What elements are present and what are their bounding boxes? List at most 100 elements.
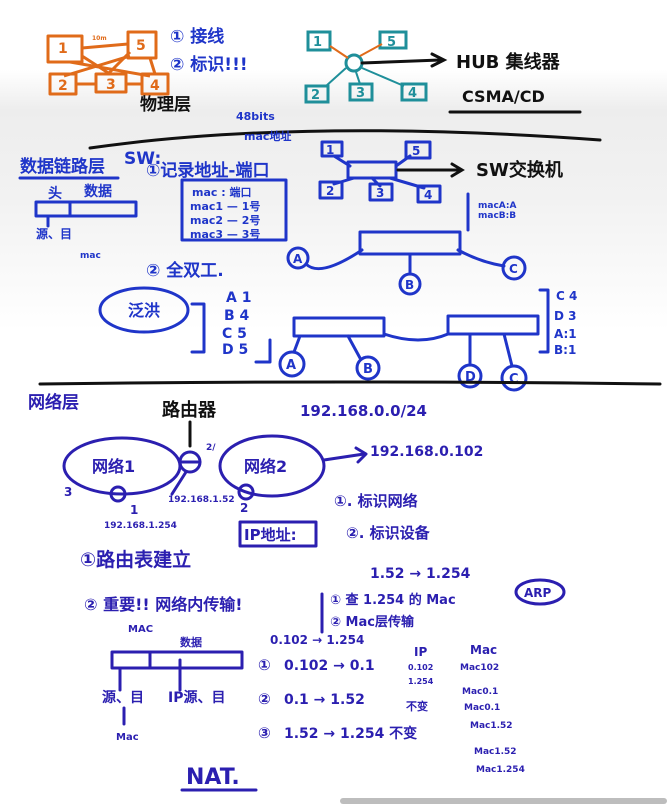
hub-node-1: 1	[313, 35, 322, 50]
mac-table-box	[180, 178, 288, 242]
arp-query: ① 查 1.254 的 Mac	[330, 592, 456, 608]
route-152: 1.52 → 1.254	[370, 566, 471, 582]
arp-ellipse	[514, 578, 566, 606]
phys-node-4: 4	[150, 78, 160, 94]
hop-num: ③	[258, 724, 271, 742]
packet-diagram	[110, 650, 244, 726]
hub-node-4: 4	[408, 86, 417, 101]
important-note: ② 重要!! 网络内传输!	[84, 595, 243, 614]
hop-mac: Mac1.52	[474, 747, 517, 757]
mac-bits: 48bits	[236, 110, 275, 123]
route-table-title: ①路由表建立	[80, 548, 191, 571]
router-port-2: 2/	[206, 443, 216, 453]
physical-layer-title: 物理层	[140, 94, 191, 115]
phys-node-2: 2	[58, 78, 68, 94]
host2-b: B	[363, 362, 373, 377]
identify-network: ①. 标识网络	[334, 492, 418, 510]
table3-row: C 4	[556, 289, 577, 303]
phys-node-3: 3	[106, 77, 116, 93]
network-topology	[62, 434, 368, 503]
hop-num: ①	[258, 656, 271, 674]
subnet-label: 192.168.0.0/24	[300, 402, 427, 420]
host2-a: A	[286, 358, 296, 373]
identify-device: ②. 标识设备	[346, 524, 431, 542]
hub-diagram	[304, 30, 448, 104]
record-note: ①记录地址-端口	[146, 160, 269, 181]
sw-node-3: 3	[376, 186, 384, 200]
flood-ellipse	[98, 286, 190, 334]
sw-node-5: 5	[412, 144, 420, 158]
mac-small: MAC	[128, 624, 153, 635]
phys-node-1: 1	[58, 41, 68, 57]
table2-row: A 1	[226, 290, 251, 306]
frame-data: 数据	[84, 183, 112, 200]
sw-node-2: 2	[326, 184, 334, 198]
hub-node-3: 3	[356, 86, 365, 101]
datalink-title: 数据链路层	[20, 156, 105, 177]
hub-node-2: 2	[311, 88, 320, 103]
router-label: 路由器	[162, 399, 217, 421]
table3-row: B:1	[554, 343, 576, 357]
net-node-3: 3	[64, 485, 72, 499]
hop-mac: Mac0.1	[462, 687, 498, 697]
phys-node-5: 5	[136, 38, 146, 54]
hop-path: 0.102 → 0.1	[284, 658, 375, 674]
col-ip: IP	[414, 645, 427, 659]
hop-mac: Mac1.254	[476, 765, 525, 775]
switch-diagram-top	[318, 140, 465, 204]
mac-note-a: macA:A	[478, 201, 517, 211]
network-layer-title: 网络层	[28, 392, 79, 413]
phys-small-label: 10m	[92, 35, 107, 42]
table3-row: D 3	[554, 309, 577, 323]
hop-title: 0.102 → 1.254	[270, 633, 364, 647]
table2-row: D 5	[222, 342, 248, 358]
src-dst: 源、目	[36, 226, 72, 241]
network-1: 网络1	[92, 457, 135, 476]
arp-label: ARP	[524, 586, 552, 600]
host-c: C	[509, 262, 518, 276]
sw-label: SW:	[124, 149, 161, 169]
mac-table-row: mac2 — 2号	[190, 214, 260, 227]
mac-address: mac地址	[244, 129, 291, 143]
divider-line	[38, 380, 662, 386]
sw-node-4: 4	[424, 188, 432, 202]
switch-diagram-middle	[286, 192, 527, 296]
mac-table-row: mac1 — 1号	[190, 200, 260, 213]
frame-head: 头	[48, 185, 62, 202]
mac-note-b: macB:B	[478, 211, 516, 221]
ip-address-label: IP地址:	[244, 526, 297, 544]
hub-protocol: CSMA/CD	[462, 87, 545, 106]
frame-box	[34, 200, 138, 218]
hop-ip: 1.254	[408, 677, 434, 686]
mac-label: Mac	[116, 732, 139, 743]
ip-src-dst: IP源、目	[168, 689, 225, 706]
full-duplex: ② 全双工.	[146, 260, 224, 281]
host2-d: D	[465, 370, 476, 385]
table2-row: B 4	[224, 308, 250, 324]
divider-line	[88, 129, 602, 150]
net-node-2: 2	[240, 501, 248, 515]
ip-102: 192.168.0.102	[370, 444, 483, 460]
host2-c: C	[509, 372, 519, 387]
hub-label: HUB 集线器	[456, 51, 561, 73]
hop-path: 0.1 → 1.52	[284, 692, 365, 708]
col-mac: Mac	[470, 643, 497, 657]
hop-mac: Mac0.1	[464, 703, 500, 713]
switch-diagram-bottom	[254, 288, 550, 392]
network-2: 网络2	[244, 457, 287, 476]
hop-path: 1.52 → 1.254 不变	[284, 725, 417, 742]
hop-mac: Mac1.52	[470, 721, 513, 731]
mac-src-dst: 源、目	[102, 689, 144, 706]
mac-table-row: mac : 端口	[192, 185, 251, 199]
flood-label: 泛洪	[128, 301, 160, 320]
horizontal-scrollbar[interactable]	[340, 798, 667, 804]
hop-num: ②	[258, 690, 271, 708]
table3-row: A:1	[554, 327, 577, 341]
packet-data-label: 数据	[180, 635, 202, 649]
hop-mac: Mac102	[460, 663, 499, 673]
hop-ip: 不变	[406, 699, 428, 713]
mac-below: mac	[80, 251, 101, 261]
table2-bracket	[190, 302, 206, 354]
host-a: A	[293, 252, 303, 266]
